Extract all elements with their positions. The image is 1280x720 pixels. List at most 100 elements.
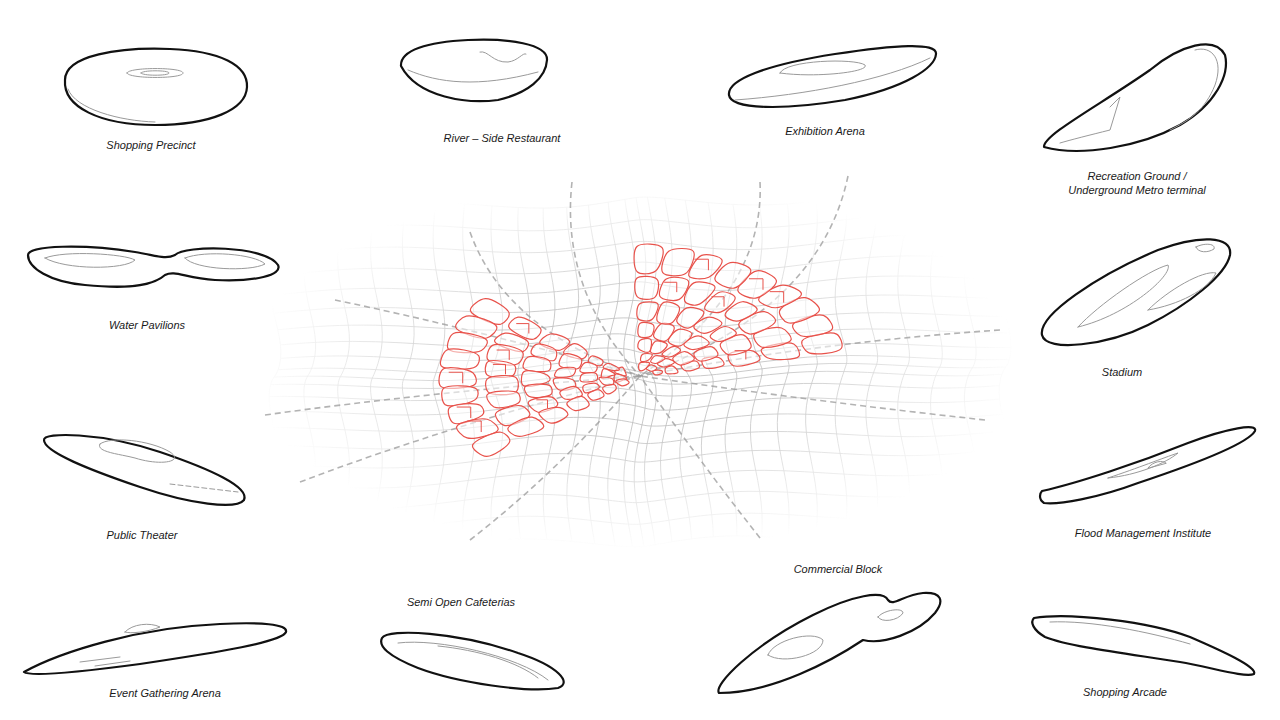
sketch-line <box>1148 461 1166 468</box>
sketch-line <box>438 646 538 678</box>
sketch-line <box>768 636 823 659</box>
sketch-line <box>1060 97 1120 143</box>
program-cell <box>441 349 480 369</box>
program-cell <box>580 373 598 382</box>
mesh-line <box>269 383 999 400</box>
mesh-line <box>964 190 976 534</box>
program-cell <box>659 277 688 300</box>
building-glyph <box>449 372 463 383</box>
pavilion-sketch <box>1040 35 1230 157</box>
sketch-line <box>1170 49 1218 130</box>
sketch-line <box>1044 44 1226 151</box>
sketch-line <box>1042 239 1230 345</box>
pavilion-sketch <box>40 432 248 507</box>
program-cell <box>603 384 617 394</box>
building-glyph <box>516 324 529 334</box>
building-glyph <box>457 407 471 418</box>
sketch-line <box>381 633 564 690</box>
mesh-line <box>402 202 414 550</box>
dashed-flow-line <box>640 330 1000 376</box>
program-cell <box>639 362 650 371</box>
pavilion-sketch <box>725 40 939 110</box>
sketch-line <box>398 642 548 680</box>
pavilion-label: Stadium <box>1024 365 1220 379</box>
sketch-line <box>729 46 936 107</box>
mesh-line <box>274 414 1002 431</box>
pavilion-label: Recreation Ground / Underground Metro te… <box>1057 169 1217 197</box>
program-cell <box>555 367 576 377</box>
pavilion-sketch <box>378 628 570 690</box>
mesh-line <box>701 203 713 537</box>
sketch-line <box>68 89 155 122</box>
building-glyph <box>770 292 784 303</box>
mesh-line <box>281 467 1011 488</box>
sketch-line <box>718 593 940 693</box>
flow-lines <box>265 176 1000 540</box>
sketch-line <box>1040 427 1255 503</box>
mesh-line <box>931 190 943 538</box>
pavilion-sketch <box>60 45 250 127</box>
program-cell <box>634 244 663 274</box>
program-cell <box>524 384 552 397</box>
program-cell <box>442 386 478 406</box>
building-glyph <box>694 259 708 270</box>
pavilion-sketch <box>1038 423 1258 505</box>
building-glyph <box>735 351 746 360</box>
program-cell <box>567 396 589 410</box>
program-cell <box>662 249 694 276</box>
sketch-line <box>95 661 130 666</box>
sketch-line <box>401 40 547 101</box>
building-glyph <box>664 282 677 292</box>
pavilion-label: Exhibition Arena <box>718 124 932 138</box>
pavilion-label: Commercial Block <box>723 562 953 576</box>
sketch-line <box>780 61 865 75</box>
program-pavilion: Water Pavilions <box>25 240 281 332</box>
pavilion-label: Semi Open Cafeterias <box>365 595 557 609</box>
sketch-line <box>1078 265 1168 327</box>
sketch-line <box>185 254 265 269</box>
building-glyph <box>749 279 763 290</box>
pavilion-label: Public Theater <box>38 528 246 542</box>
sketch-line <box>1108 453 1178 478</box>
sketch-line <box>44 435 245 505</box>
sketch-line <box>735 58 930 100</box>
program-cell <box>508 417 544 436</box>
program-pavilion: Event Gathering Arena <box>20 612 288 700</box>
sketch-line <box>24 623 286 674</box>
sketch-line <box>125 624 160 632</box>
dashed-flow-line <box>640 376 760 538</box>
mesh-line <box>281 448 1010 468</box>
sketch-line <box>1148 273 1216 310</box>
program-cell <box>523 356 551 371</box>
pavilion-label: Event Gathering Arena <box>31 686 299 700</box>
program-cell <box>637 302 658 321</box>
building-glyph <box>536 400 547 409</box>
program-pavilion: Shopping Arcade <box>1030 612 1258 699</box>
mesh-line <box>278 487 1009 509</box>
dashed-flow-line <box>640 176 848 376</box>
program-pavilion: Flood Management Institute <box>1038 423 1258 540</box>
program-cell <box>638 322 654 337</box>
mesh-line <box>338 207 350 555</box>
pavilion-label: River – Side Restaurant <box>426 131 578 145</box>
mesh-line <box>278 190 1009 215</box>
pavilion-sketch <box>20 612 288 675</box>
building-glyph <box>493 364 506 374</box>
sketch-line <box>1032 616 1254 675</box>
building-glyph <box>467 421 481 432</box>
dashed-flow-line <box>640 182 760 376</box>
sketch-line <box>170 484 238 492</box>
program-pavilion: Shopping Precinct <box>60 45 250 152</box>
program-cell <box>580 362 597 373</box>
pavilion-sketch <box>398 38 550 104</box>
mesh-line <box>835 198 847 542</box>
building-glyph <box>711 297 724 307</box>
program-cell <box>539 407 568 423</box>
pavilion-label: Shopping Precinct <box>56 138 246 152</box>
pavilion-label: Flood Management Institute <box>1033 526 1253 540</box>
building-glyph <box>497 350 510 360</box>
sketch-line <box>45 254 135 268</box>
mesh-line <box>866 194 878 542</box>
sketch-line <box>480 52 526 62</box>
